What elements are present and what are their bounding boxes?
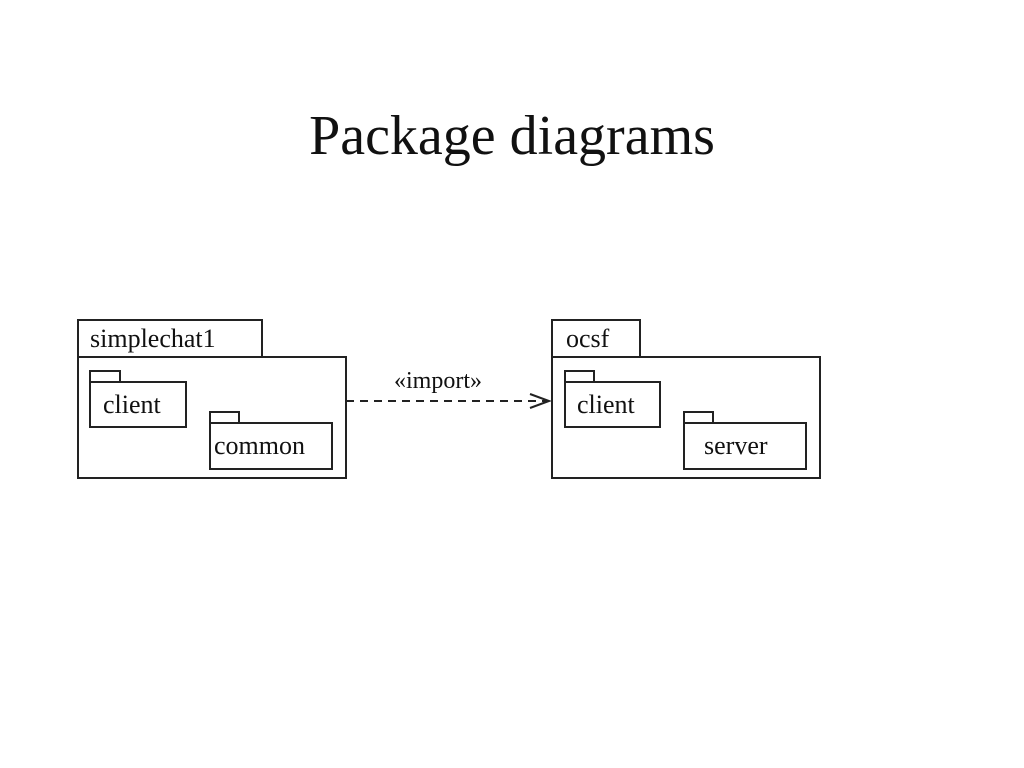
subpackage-tab — [209, 411, 240, 424]
package-body — [77, 356, 347, 479]
subpackage-name: client — [103, 390, 162, 419]
subpackage-body — [89, 381, 187, 428]
import-label: «import» — [394, 368, 482, 394]
subpackage-server: server — [683, 411, 807, 470]
slide-title: Package diagrams — [309, 105, 715, 167]
package-body — [551, 356, 821, 479]
package-simplechat1: simplechat1 client common — [77, 319, 347, 479]
package-name: ocsf — [566, 324, 610, 353]
subpackage-name: client — [577, 390, 636, 419]
subpackage-name: common — [214, 431, 305, 460]
subpackage-name: server — [704, 431, 768, 460]
subpackage-body — [209, 422, 333, 470]
subpackage-client: client — [564, 370, 661, 428]
subpackage-tab — [89, 370, 121, 383]
package-name: simplechat1 — [90, 324, 216, 353]
subpackage-client: client — [89, 370, 187, 428]
subpackage-body — [683, 422, 807, 470]
arrow-head-icon — [529, 393, 552, 409]
package-ocsf: ocsf client server — [551, 319, 821, 479]
subpackage-tab — [683, 411, 714, 424]
subpackage-common: common — [209, 411, 333, 470]
subpackage-tab — [564, 370, 595, 383]
import-dependency: «import» — [346, 368, 552, 409]
subpackage-body — [564, 381, 661, 428]
